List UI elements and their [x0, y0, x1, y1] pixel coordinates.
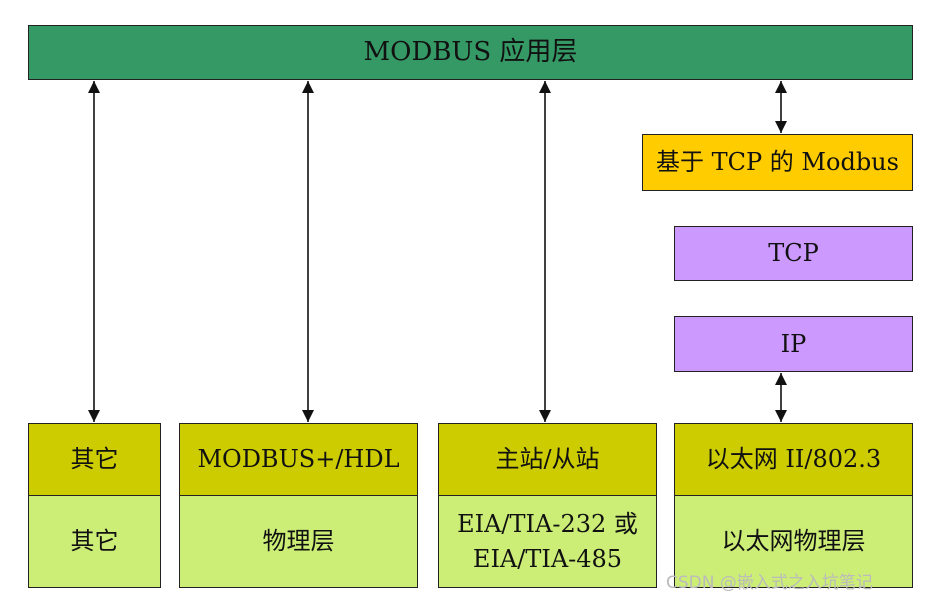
link-layer-label: 以太网 II/802.3 [705, 445, 882, 474]
physical-layer-ethernet: 以太网物理层 [674, 495, 913, 588]
physical-layer-label: 以太网物理层 [721, 527, 866, 556]
modbus-over-tcp-box: 基于 TCP 的 Modbus [642, 134, 913, 191]
link-layer-label: 其它 [70, 445, 119, 474]
application-layer-label: MODBUS 应用层 [363, 36, 578, 67]
link-layer-ethernet: 以太网 II/802.3 [674, 423, 913, 496]
physical-layer-other: 其它 [28, 495, 161, 588]
physical-layer-label: 其它 [70, 527, 119, 556]
modbus-over-tcp-label: 基于 TCP 的 Modbus [656, 148, 899, 177]
link-layer-master-slave: 主站/从站 [438, 423, 657, 496]
tcp-label: TCP [768, 239, 819, 268]
physical-layer-modbus-plus: 物理层 [179, 495, 418, 588]
physical-layer-eia-tia: EIA/TIA-232 或 EIA/TIA-485 [438, 495, 657, 588]
tcp-layer-box: TCP [674, 226, 913, 281]
ip-layer-box: IP [674, 316, 913, 372]
link-layer-other: 其它 [28, 423, 161, 496]
physical-layer-line-2: EIA/TIA-485 [472, 544, 623, 573]
ip-label: IP [780, 329, 807, 358]
modbus-application-layer: MODBUS 应用层 [28, 25, 913, 80]
csdn-watermark: CSDN @嵌入式之入坑笔记 [666, 573, 873, 593]
link-layer-label: 主站/从站 [495, 445, 600, 474]
physical-layer-line-1: EIA/TIA-232 或 [457, 509, 638, 538]
link-layer-modbus-plus-hdl: MODBUS+/HDL [179, 423, 418, 496]
link-layer-label: MODBUS+/HDL [197, 445, 400, 474]
physical-layer-label: 物理层 [262, 527, 335, 556]
